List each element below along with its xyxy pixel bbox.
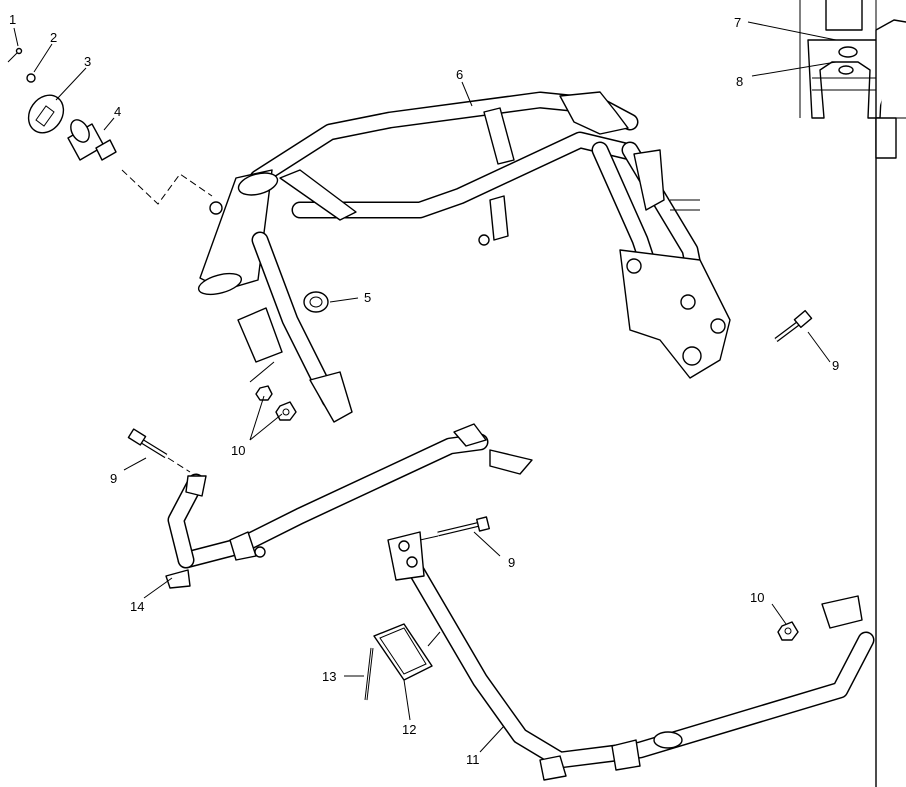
callout-8: 8 (736, 74, 743, 89)
bolt-part-9-right (774, 309, 813, 342)
callout-3: 3 (84, 54, 91, 69)
nuts-part-10 (255, 385, 297, 421)
grommet-part-5 (303, 291, 329, 313)
callout-4: 4 (114, 104, 121, 119)
main-frame-part-6 (197, 91, 731, 423)
callout-6: 6 (456, 67, 463, 82)
bushing-part-4 (67, 119, 117, 161)
connector-dash (121, 169, 213, 205)
callout-14: 14 (130, 599, 144, 614)
cap-part-3 (27, 94, 65, 134)
washer-part-2 (26, 73, 36, 83)
callout-1: 1 (9, 12, 16, 27)
rear-bar-part-11 (387, 531, 875, 781)
callout-7: 7 (734, 15, 741, 30)
bolt-part-9-left (127, 428, 191, 473)
plate-part-12 (373, 623, 441, 681)
callout-5: 5 (364, 290, 371, 305)
rod-part-13 (364, 647, 374, 701)
callout-9-right: 9 (832, 358, 839, 373)
callout-2: 2 (50, 30, 57, 45)
callout-10-upper: 10 (231, 443, 245, 458)
callout-13: 13 (322, 669, 336, 684)
callout-12: 12 (402, 722, 416, 737)
callout-9-middle: 9 (508, 555, 515, 570)
callout-11: 11 (466, 752, 480, 767)
screw-part-1 (7, 47, 23, 63)
front-bar (165, 423, 533, 589)
callout-10-lower: 10 (750, 590, 764, 605)
callout-9-left: 9 (110, 471, 117, 486)
nut-part-10-right (777, 621, 799, 641)
inset-detail (799, 0, 906, 787)
callouts: 1 2 3 4 5 6 7 8 9 9 9 10 10 11 12 13 14 (9, 12, 839, 767)
bolt-part-9-middle (419, 516, 491, 541)
leader-lines (13, 21, 837, 753)
